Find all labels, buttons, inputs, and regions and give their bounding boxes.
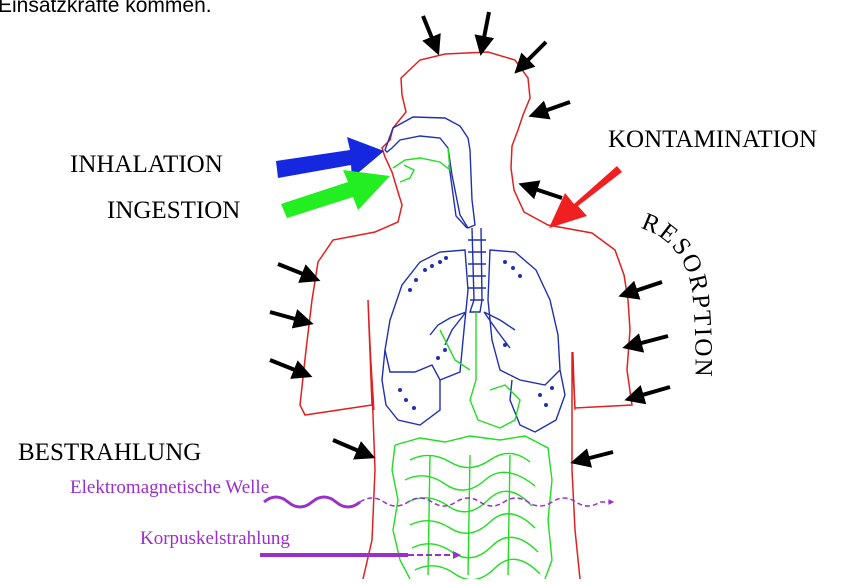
right-lung xyxy=(488,250,560,385)
caption-text: Einsatzkräfte kommen. xyxy=(0,0,212,18)
arrow-head-left xyxy=(423,16,436,48)
arrow-left-arm-1 xyxy=(278,264,313,278)
digestive-tract xyxy=(392,148,552,579)
arm-line xyxy=(370,345,575,410)
lower-left-lobe xyxy=(382,350,440,425)
arrow-neck-lower xyxy=(526,186,562,198)
arrow-right-arm-1 xyxy=(626,282,662,294)
arrow-right-arm-3 xyxy=(632,387,670,398)
inhalation-arrow xyxy=(276,137,384,178)
airways xyxy=(382,117,565,432)
arrow-left-arm-2 xyxy=(270,312,306,322)
contact-arrows xyxy=(270,12,670,461)
arrow-right-arm-2 xyxy=(630,336,668,346)
arrow-left-torso xyxy=(333,440,368,455)
arrow-neck-upper xyxy=(536,102,570,114)
arrow-head-top xyxy=(482,12,489,48)
arrow-right-torso xyxy=(578,452,613,461)
arrow-left-arm-3 xyxy=(270,360,305,374)
corpuscle-label: Korpuskelstrahlung xyxy=(140,528,290,550)
em-wave xyxy=(264,497,360,507)
inhalation-label: INHALATION xyxy=(70,151,223,179)
kontamination-label: KONTAMINATION xyxy=(608,126,817,154)
ingestion-arrow xyxy=(281,170,390,218)
em-wave-label: Elektromagnetische Welle xyxy=(70,477,269,499)
bestrahlung-label: BESTRAHLUNG xyxy=(18,439,201,467)
arrow-head-right xyxy=(520,42,546,68)
ingestion-label: INGESTION xyxy=(107,197,240,225)
resorption-label: RESORPTION xyxy=(638,208,717,379)
